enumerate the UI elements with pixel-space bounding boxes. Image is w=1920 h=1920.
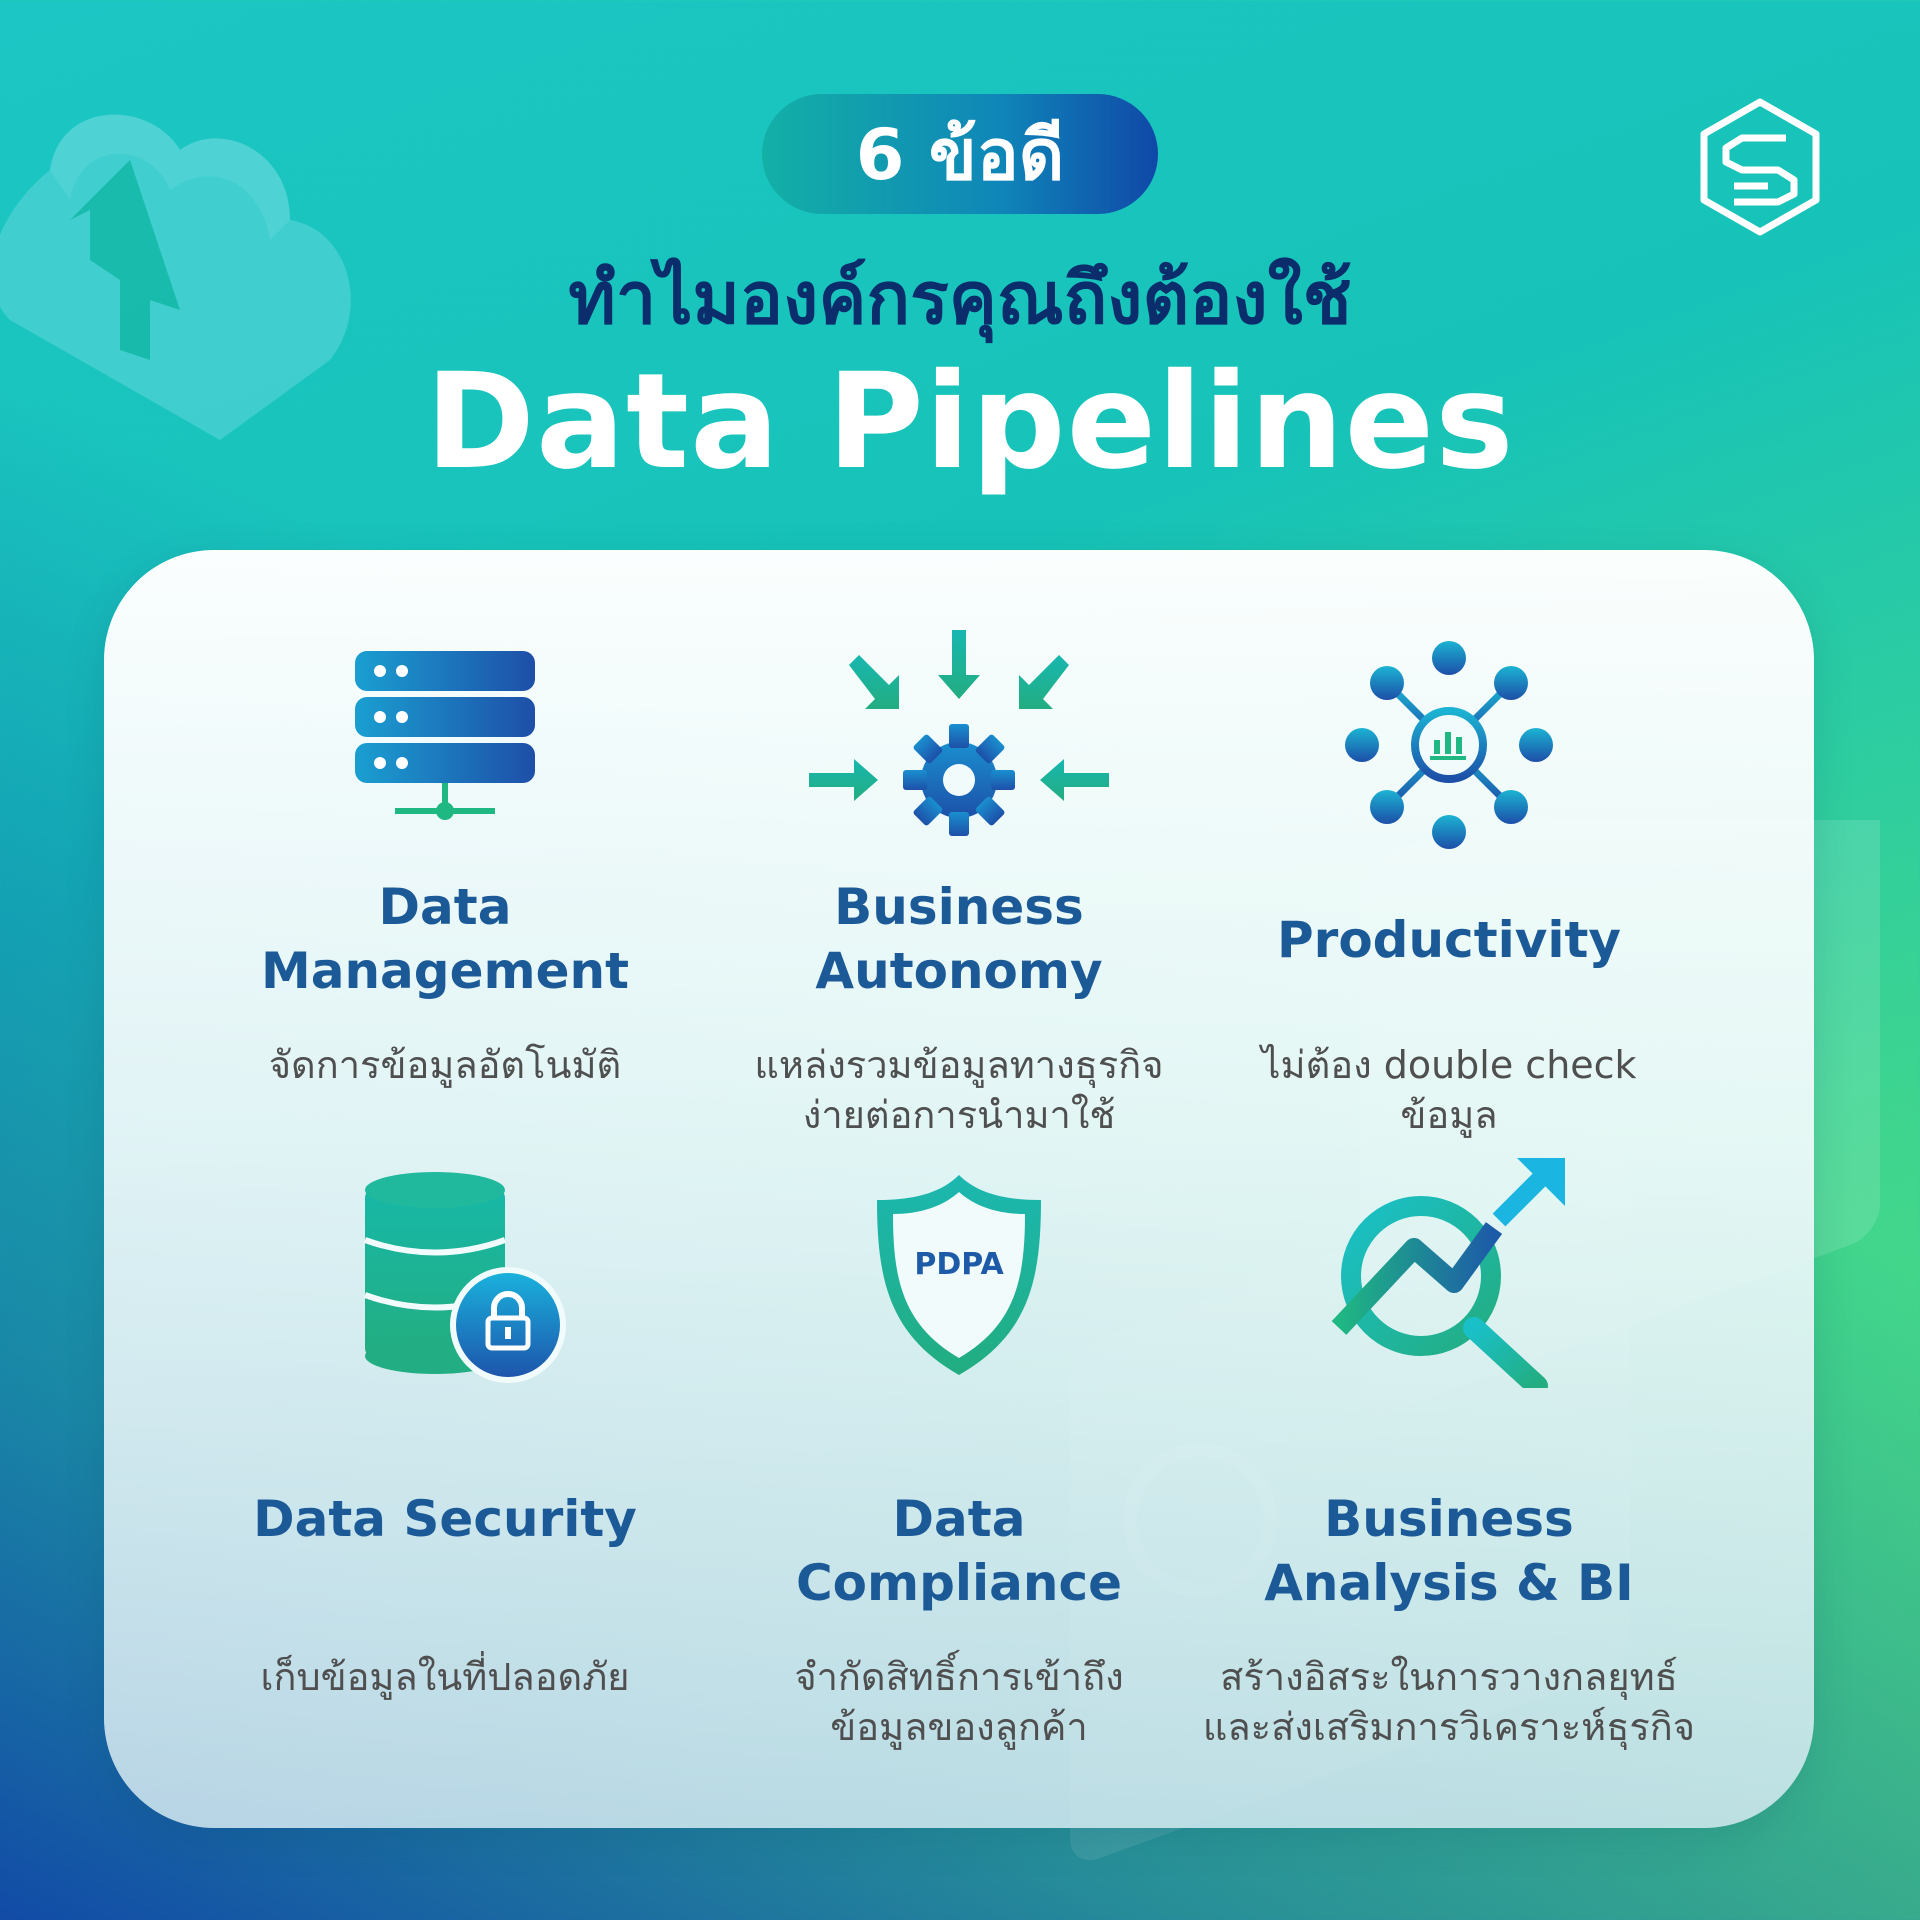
benefit-title: Data Security: [253, 1490, 637, 1548]
database-lock-icon: [363, 1172, 566, 1383]
benefits-card: Data Management จัดการข้อมูลอัตโนมัติ: [104, 550, 1814, 1828]
benefit-description: แหล่งรวมข้อมูลทางธุรกิจ ง่ายต่อการนำมาใช…: [754, 1043, 1164, 1137]
benefit-description: จำกัดสิทธิ์การเข้าถึง ข้อมูลของลูกค้า: [794, 1655, 1124, 1749]
benefit-description: เก็บข้อมูลในที่ปลอดภัย: [260, 1655, 630, 1699]
shield-icon: PDPA: [877, 1175, 1041, 1375]
page-title: Data Pipelines: [425, 345, 1515, 499]
analysis-magnifier-icon: [1331, 1158, 1565, 1388]
server-icon: [355, 651, 535, 820]
badge-text: 6 ข้อดี: [855, 113, 1065, 196]
benefit-description: จัดการข้อมูลอัตโนมัติ: [268, 1043, 622, 1087]
shield-label: PDPA: [914, 1247, 1004, 1282]
benefit-title: Data Compliance: [795, 1490, 1123, 1612]
benefit-title: Business Analysis & BI: [1264, 1490, 1634, 1612]
benefit-title: Business Autonomy: [815, 878, 1103, 1000]
brand-logo-icon: [1700, 98, 1820, 236]
network-hub-icon: [1345, 641, 1553, 849]
benefit-description: ไม่ต้อง double check ข้อมูล: [1261, 1043, 1637, 1137]
benefit-title: Data Management: [260, 878, 630, 1000]
benefit-description: สร้างอิสระในการวางกลยุทธ์ และส่งเสริมการ…: [1202, 1655, 1696, 1749]
page-subtitle: ทำไมองค์กรคุณถึงต้องใช้: [568, 256, 1352, 340]
gear-arrows-icon: [809, 630, 1109, 836]
benefit-title: Productivity: [1277, 911, 1621, 969]
advantages-badge: 6 ข้อดี: [762, 94, 1158, 214]
cloud-upload-icon: [0, 114, 351, 440]
